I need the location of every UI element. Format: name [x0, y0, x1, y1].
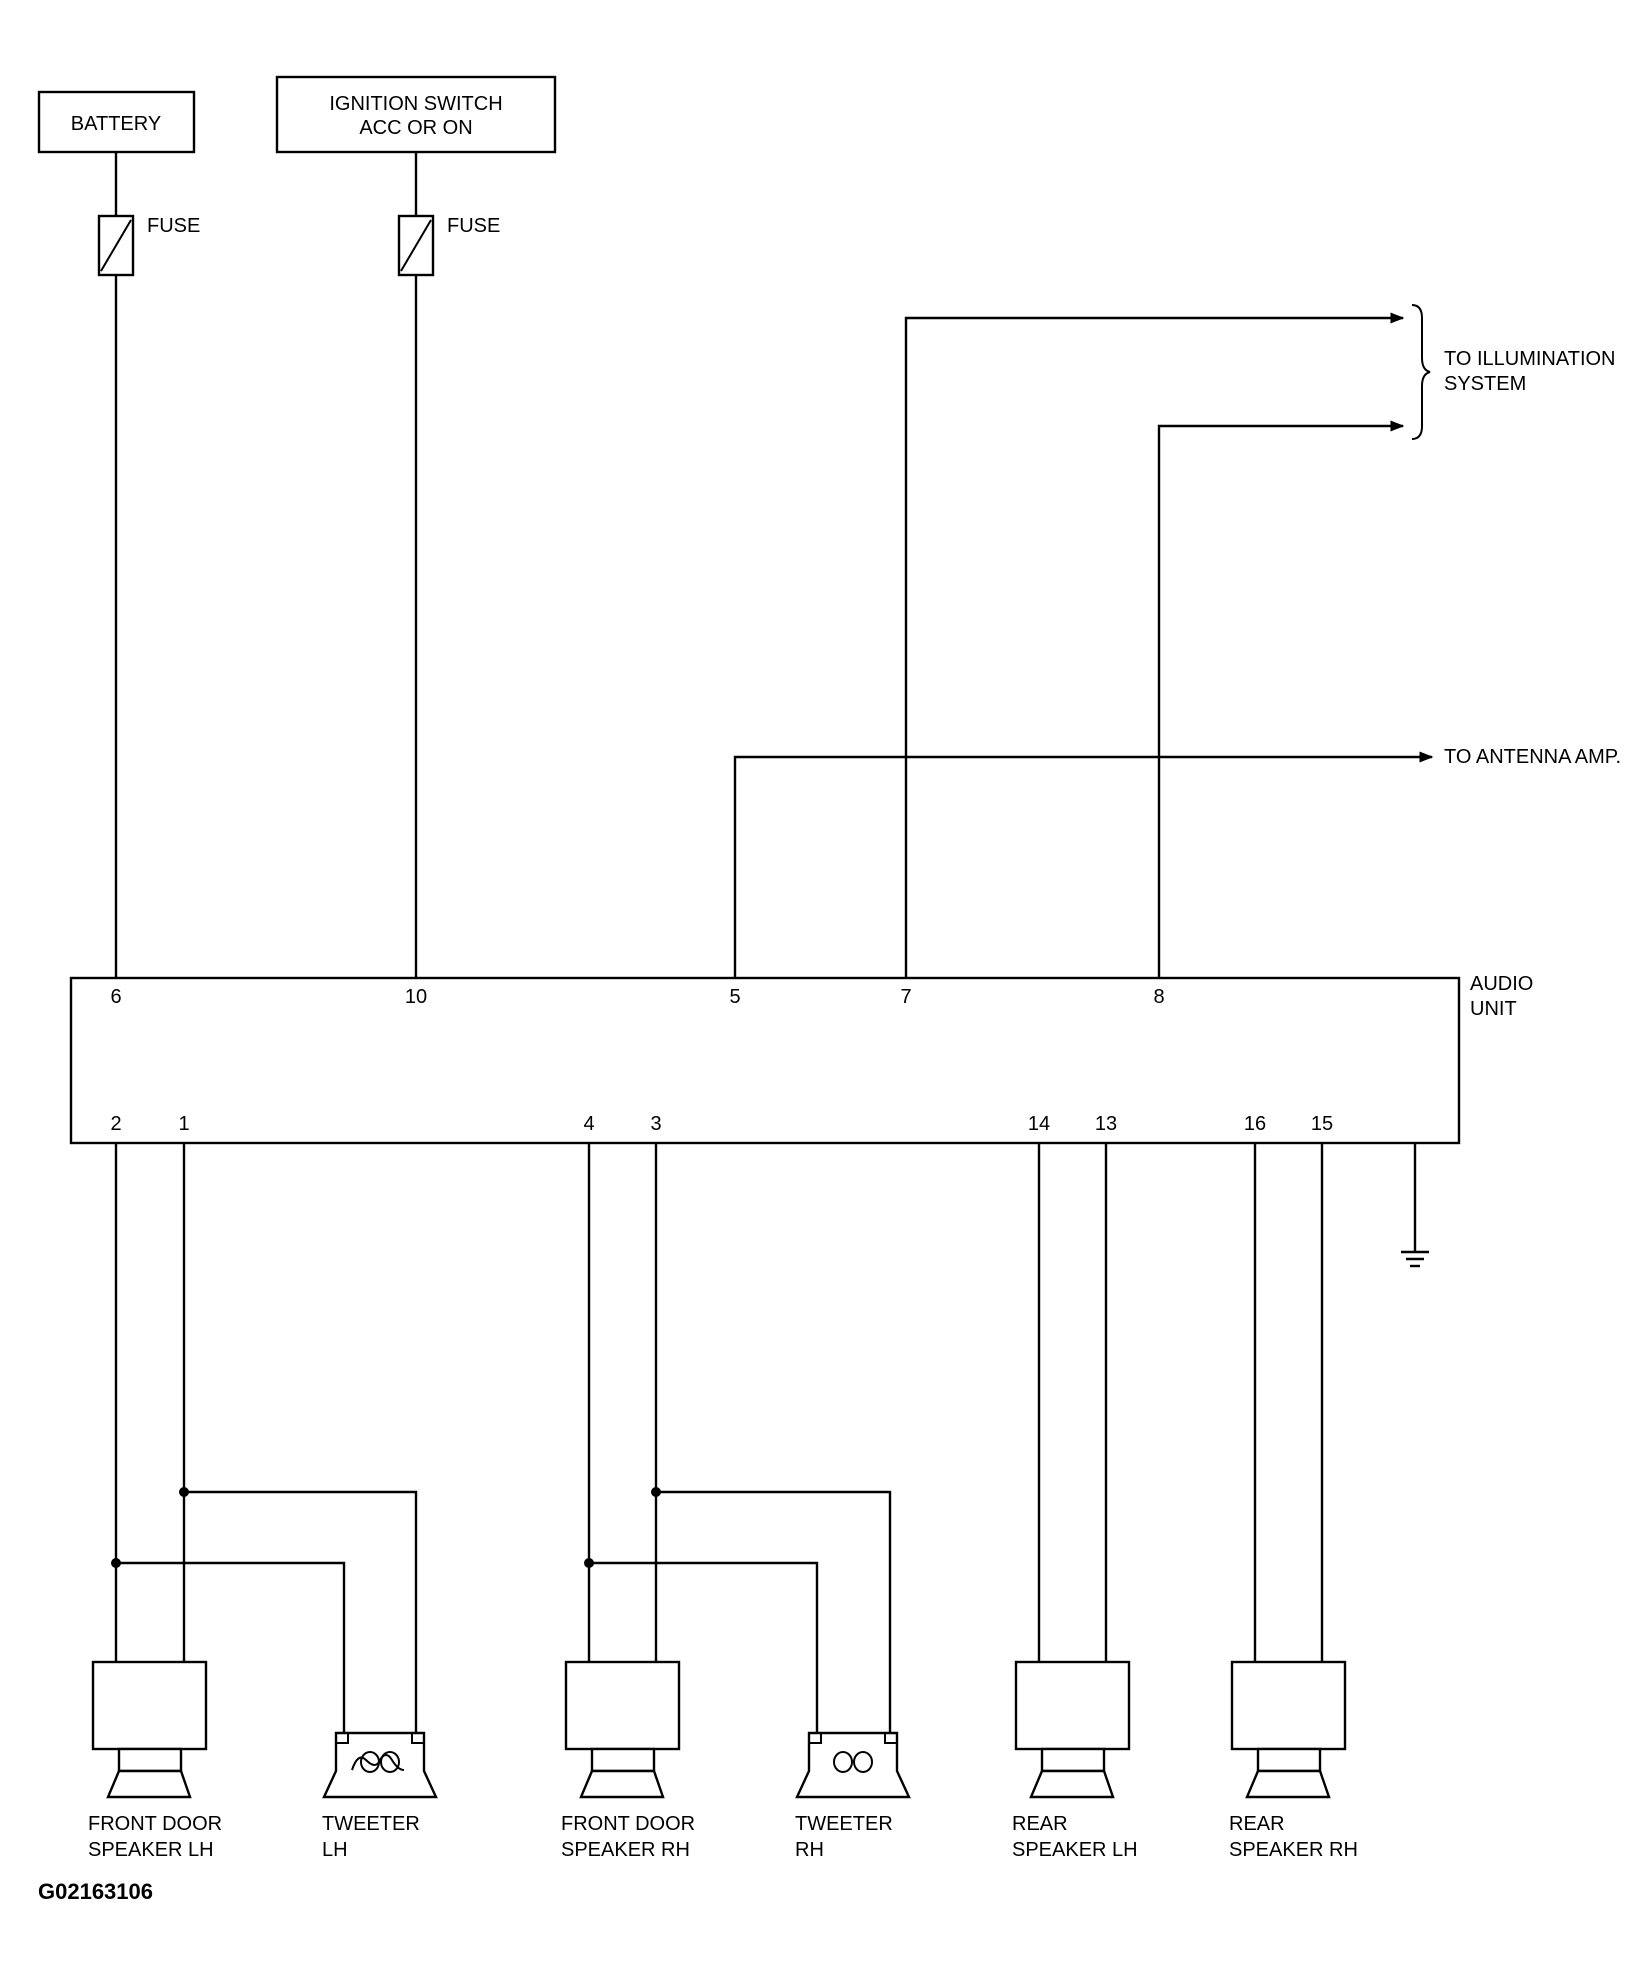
wire-tweeter-rh-b [656, 1490, 892, 1733]
speaker-icon [564, 1660, 681, 1799]
wire-tweeter-rh-a [589, 1561, 819, 1733]
fuse-right [397, 214, 435, 277]
rear-speaker-rh-sublabel: SPEAKER RH [1229, 1839, 1358, 1861]
illumination-sublabel: SYSTEM [1444, 373, 1526, 395]
speaker-icon [1014, 1660, 1131, 1799]
pin-6: 6 [110, 986, 121, 1008]
pin-2: 2 [110, 1113, 121, 1135]
front-door-speaker-lh-sublabel: SPEAKER LH [88, 1839, 214, 1861]
illumination-wire-pin7 [904, 312, 1405, 978]
pin-5: 5 [729, 986, 740, 1008]
rear-speaker-rh-label: REAR [1229, 1813, 1285, 1835]
tweeter-icon [322, 1731, 438, 1799]
pin-16: 16 [1244, 1113, 1266, 1135]
audio-unit-label: AUDIO [1470, 973, 1533, 995]
tweeter-lh-sublabel: LH [322, 1839, 348, 1861]
fuse-right-label: FUSE [447, 215, 500, 237]
pin-1: 1 [178, 1113, 189, 1135]
pin-14: 14 [1028, 1113, 1050, 1135]
ignition-switch-label: IGNITION SWITCH [329, 93, 502, 115]
tweeter-lh-label: TWEETER [322, 1813, 420, 1835]
junction-dot [179, 1487, 189, 1497]
pin-4: 4 [583, 1113, 594, 1135]
rear-speaker-lh-label: REAR [1012, 1813, 1068, 1835]
audio-unit-sublabel: UNIT [1470, 998, 1517, 1020]
wire-tweeter-lh-b [184, 1490, 418, 1733]
tweeter-icon [795, 1731, 911, 1799]
front-door-speaker-lh-label: FRONT DOOR [88, 1813, 222, 1835]
junction-dot [111, 1558, 121, 1568]
pin-7: 7 [900, 986, 911, 1008]
pin-3: 3 [650, 1113, 661, 1135]
front-door-speaker-rh-sublabel: SPEAKER RH [561, 1839, 690, 1861]
illumination-wire-pin8 [1157, 420, 1405, 978]
speaker-icon [91, 1660, 208, 1799]
illumination-brace [1411, 304, 1431, 440]
speaker-icon [1230, 1660, 1347, 1799]
ignition-switch-box: IGNITION SWITCH ACC OR ON [275, 75, 557, 154]
front-door-speaker-rh-label: FRONT DOOR [561, 1813, 695, 1835]
ignition-switch-sublabel: ACC OR ON [359, 117, 472, 139]
pin-8: 8 [1153, 986, 1164, 1008]
audio-unit [69, 976, 1461, 1145]
ground-icon [1401, 1143, 1429, 1268]
fuse-left-label: FUSE [147, 215, 200, 237]
pin-10: 10 [405, 986, 427, 1008]
battery-label: BATTERY [71, 113, 161, 135]
fuse-left [97, 214, 135, 277]
antenna-label: TO ANTENNA AMP. [1444, 746, 1621, 768]
junction-dot [584, 1558, 594, 1568]
pin-13: 13 [1095, 1113, 1117, 1135]
rear-speaker-lh-sublabel: SPEAKER LH [1012, 1839, 1138, 1861]
illumination-label: TO ILLUMINATION [1444, 348, 1616, 370]
wire-tweeter-lh-a [116, 1561, 346, 1733]
figure-code: G02163106 [38, 1879, 153, 1904]
pin-15: 15 [1311, 1113, 1333, 1135]
junction-dot [651, 1487, 661, 1497]
antenna-wire-pin5 [733, 751, 1434, 978]
battery-box: BATTERY [37, 90, 196, 154]
tweeter-rh-sublabel: RH [795, 1839, 824, 1861]
tweeter-rh-label: TWEETER [795, 1813, 893, 1835]
